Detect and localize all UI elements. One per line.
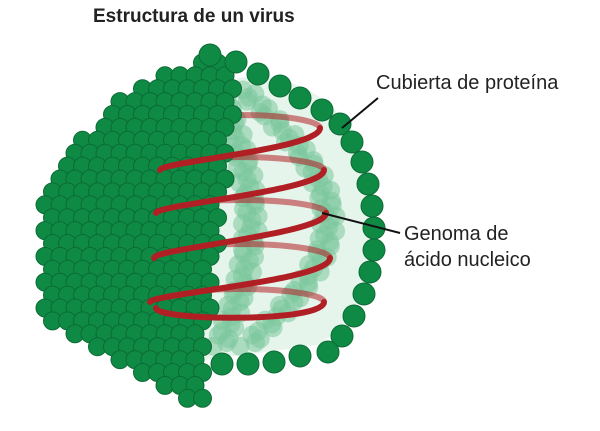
genome-helix-turn-front (147, 255, 333, 305)
genome-helix-turn-front (157, 125, 323, 173)
rim-capsomere (268, 74, 292, 98)
rim-capsomere (224, 50, 248, 74)
genome-helix-front (147, 125, 333, 321)
rim-capsomere (316, 340, 340, 364)
genome-leader-line (321, 212, 401, 234)
capsid-faces (35, 53, 242, 408)
genome-label-line-2: ácido nucleico (404, 249, 531, 271)
rim-capsomere (342, 304, 366, 328)
rim-capsomere (288, 86, 312, 110)
capsomere (193, 388, 212, 408)
rim-capsomere (358, 260, 382, 284)
rim-capsomere (356, 172, 380, 196)
rim-capsomere (328, 112, 352, 136)
rim-capsomere (350, 150, 374, 174)
rim-capsomere (246, 62, 270, 86)
inner-capsomere (230, 336, 250, 356)
rim-capsomere (340, 130, 364, 154)
rim-capsomere (288, 344, 312, 368)
inner-capsomere (263, 318, 283, 338)
genome-helix-turn-front (153, 167, 327, 216)
genome-label: Genoma de ácido nucleico (404, 221, 531, 273)
rim-capsomere (330, 324, 354, 348)
genome-helix-turn-front (153, 299, 327, 321)
inner-capsomere (237, 91, 257, 111)
capsid-rim-capsomeres (198, 43, 386, 376)
rim-capsomere (360, 194, 384, 218)
rim-capsomere (198, 43, 222, 67)
genome-helix-turn-front (151, 210, 329, 261)
diagram-title: Estructura de un virus (93, 6, 295, 27)
rim-capsomere (352, 282, 376, 306)
rim-capsomere (262, 350, 286, 374)
rim-capsomere (362, 238, 386, 262)
rim-capsomere (310, 98, 334, 122)
genome-label-line-1: Genoma de (404, 223, 509, 245)
protein-coat-label: Cubierta de proteína (376, 72, 559, 94)
rim-capsomere (236, 352, 260, 376)
protein-coat-leader-line (341, 97, 379, 129)
inner-capsomere (245, 333, 265, 353)
rim-capsomere (210, 352, 234, 376)
